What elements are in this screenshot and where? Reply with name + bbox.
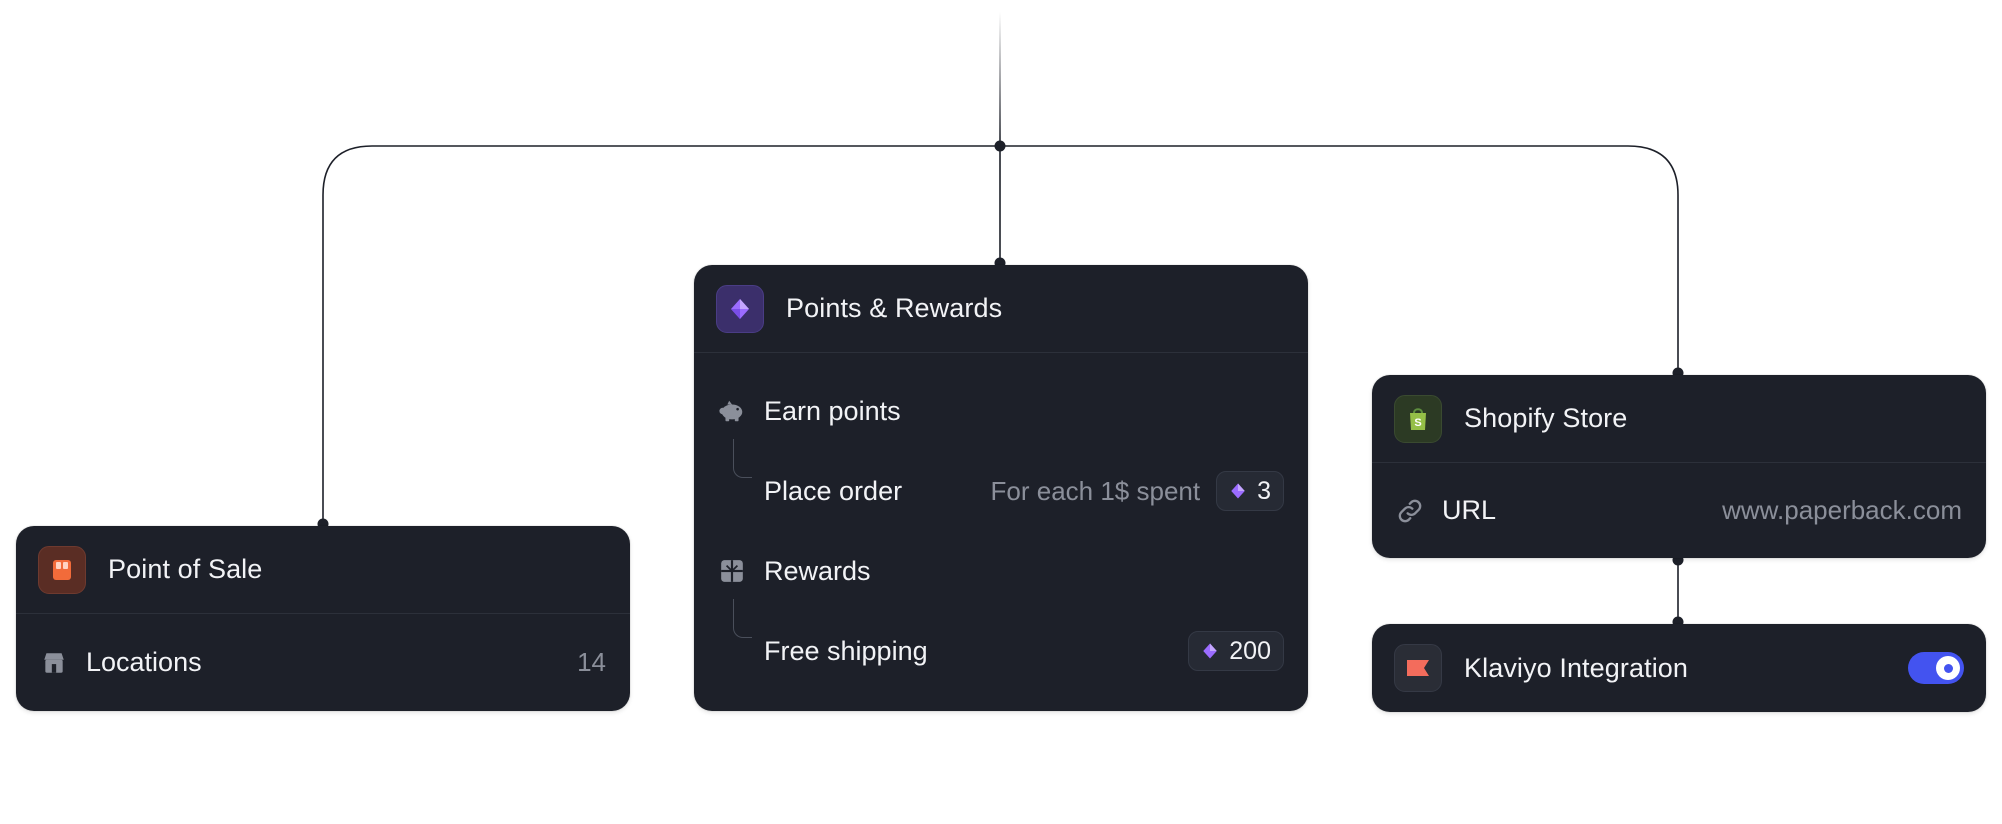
points-badge: 3: [1216, 471, 1284, 511]
root-junction-dot: [994, 140, 1006, 152]
klaviyo-integration-card[interactable]: Klaviyo Integration: [1372, 624, 1986, 712]
shopify-store-card[interactable]: S Shopify Store URL www.paperback.com: [1372, 375, 1986, 558]
diamond-icon: [716, 284, 764, 333]
piggy-bank-icon: [718, 397, 746, 425]
point-of-sale-card[interactable]: Point of Sale Locations 14: [16, 526, 630, 711]
locations-count: 14: [577, 647, 606, 677]
points-rewards-header: Points & Rewards: [694, 265, 1308, 353]
points-badge: 200: [1188, 631, 1284, 671]
tree-branch-line: [733, 599, 752, 638]
klaviyo-enable-toggle[interactable]: [1908, 652, 1964, 684]
place-order-points: 3: [1257, 476, 1271, 505]
diamond-icon: [1203, 643, 1218, 659]
free-shipping-label: Free shipping: [764, 635, 928, 666]
rewards-label: Rewards: [764, 555, 871, 586]
shop-icon: [40, 649, 68, 677]
root-stem: [999, 12, 1001, 145]
place-order-rule: For each 1$ spent: [990, 475, 1201, 506]
rewards-row[interactable]: Rewards: [694, 531, 1308, 611]
klaviyo-flag-icon: [1394, 644, 1442, 692]
earn-points-label: Earn points: [764, 395, 901, 426]
klaviyo-integration-title: Klaviyo Integration: [1464, 652, 1689, 683]
points-rewards-title: Points & Rewards: [786, 293, 1003, 323]
earn-points-row[interactable]: Earn points: [694, 371, 1308, 451]
shopify-store-header: S Shopify Store: [1372, 375, 1986, 463]
place-order-row[interactable]: Place order For each 1$ spent 3: [694, 439, 1308, 531]
svg-text:S: S: [1414, 417, 1421, 429]
point-of-sale-title: Point of Sale: [108, 554, 263, 584]
points-rewards-card[interactable]: Points & Rewards Earn points Place order: [694, 265, 1308, 711]
store-icon: [38, 545, 86, 594]
locations-row[interactable]: Locations 14: [16, 614, 630, 711]
diamond-icon: [1231, 483, 1245, 499]
klaviyo-integration-header: Klaviyo Integration: [1372, 624, 1986, 712]
free-shipping-points: 200: [1229, 636, 1271, 665]
tree-branch-line: [733, 439, 752, 478]
url-row[interactable]: URL www.paperback.com: [1372, 463, 1986, 558]
shopify-store-title: Shopify Store: [1464, 403, 1628, 433]
url-value[interactable]: www.paperback.com: [1722, 495, 1962, 525]
free-shipping-row[interactable]: Free shipping 200: [694, 599, 1308, 691]
toggle-knob: [1936, 656, 1960, 680]
url-label: URL: [1442, 495, 1497, 525]
locations-label: Locations: [86, 647, 202, 677]
shopify-bag-icon: S: [1394, 394, 1442, 443]
place-order-label: Place order: [764, 475, 903, 506]
link-icon: [1396, 497, 1424, 525]
gift-icon: [718, 557, 746, 585]
point-of-sale-header: Point of Sale: [16, 526, 630, 614]
